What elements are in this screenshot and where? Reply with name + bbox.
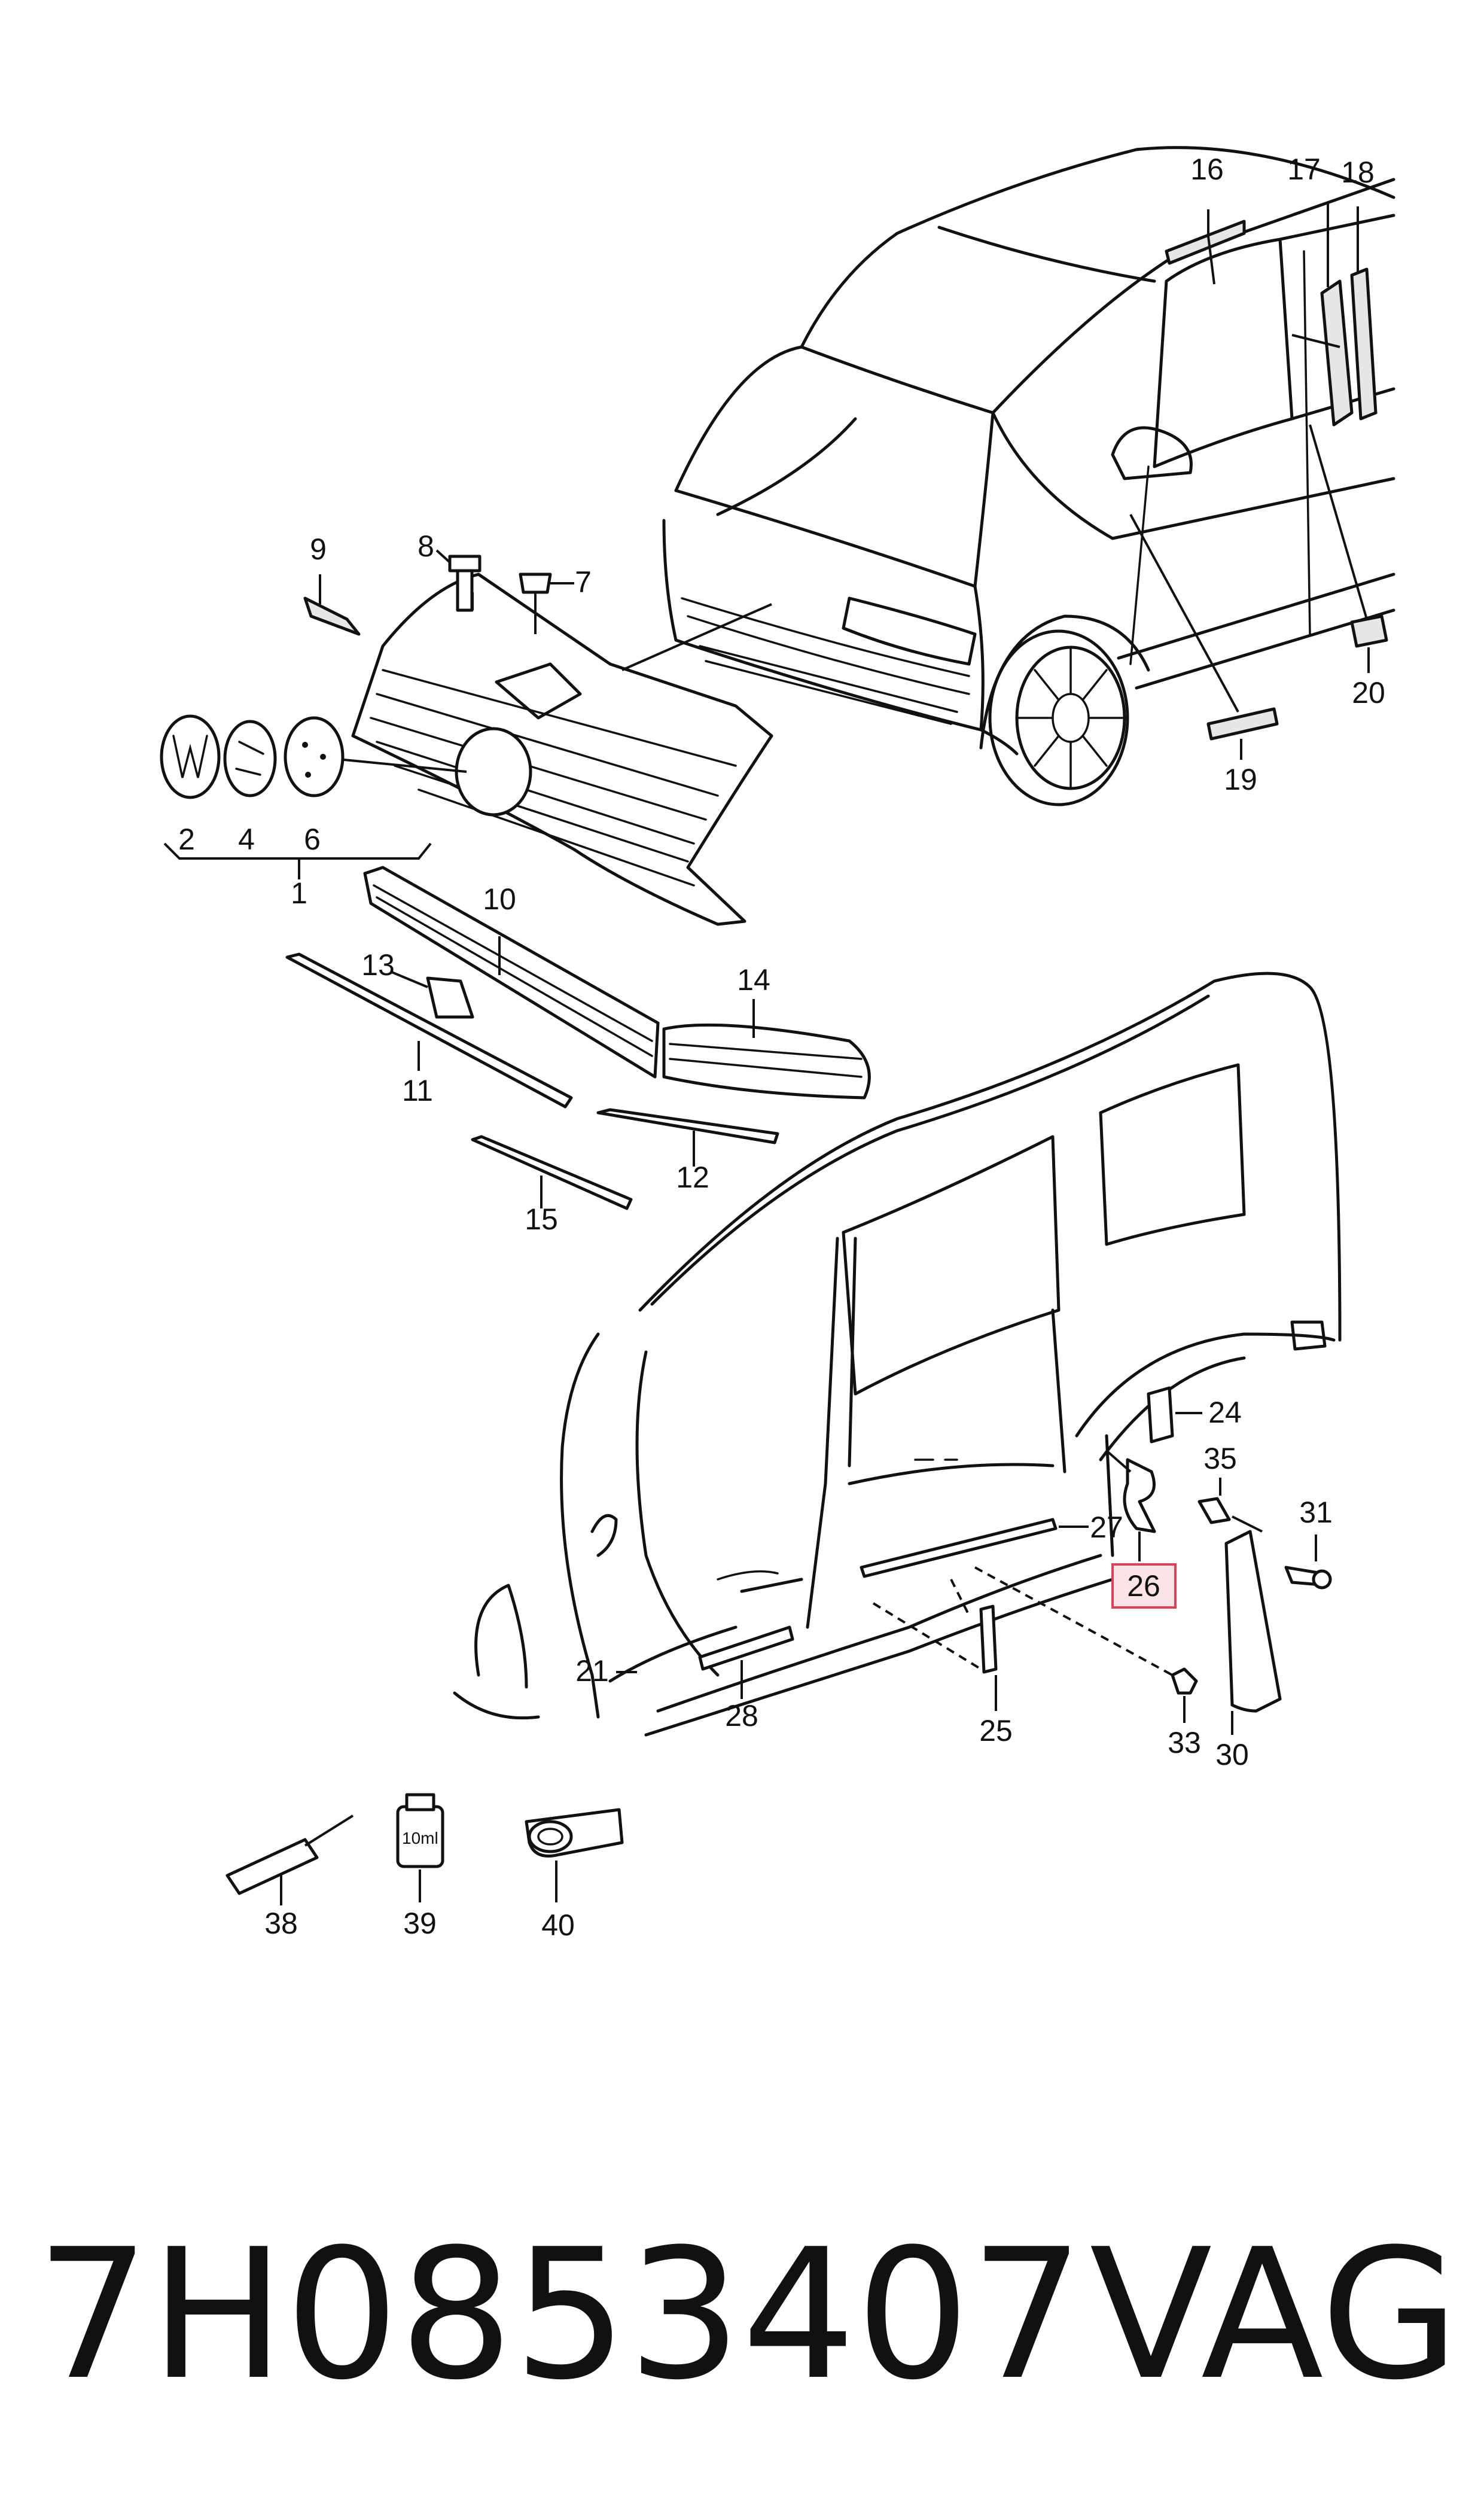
clip-7 <box>519 573 552 594</box>
bottle-label: 10ml <box>402 1829 438 1847</box>
callout-12: 12 <box>676 1161 709 1194</box>
moulding-15 <box>471 1135 633 1210</box>
trim-24 <box>1147 1386 1174 1444</box>
lower-grille-10 <box>363 866 660 1079</box>
callout-25: 25 <box>979 1714 1013 1747</box>
callout-30: 30 <box>1215 1738 1249 1771</box>
sill-trim-28 <box>698 1625 794 1671</box>
sill-trim-27 <box>860 1518 1058 1578</box>
callout-20: 20 <box>1352 676 1385 710</box>
callout-35: 35 <box>1203 1442 1237 1475</box>
emblem-carrier-4 <box>223 720 277 797</box>
callout-14: 14 <box>737 963 770 997</box>
applicator-38 <box>226 1838 319 1895</box>
radiator-grille-assembly <box>351 573 773 926</box>
emblem-2 <box>160 714 221 799</box>
callout-17: 17 <box>1287 153 1321 186</box>
callout-16: 16 <box>1190 153 1224 186</box>
callout-40: 40 <box>541 1908 575 1942</box>
callout-4: 4 <box>238 823 255 856</box>
footer: 7H0853407 VAG <box>36 2216 1459 2414</box>
callout-33: 33 <box>1168 1726 1201 1759</box>
callout-21: 21 <box>575 1654 609 1688</box>
callout-11: 11 <box>402 1074 433 1107</box>
cover-26 <box>1123 1458 1156 1533</box>
trim-parts-16-20 <box>1129 203 1388 760</box>
callout-38: 38 <box>264 1907 298 1940</box>
callout-10: 10 <box>483 882 516 916</box>
mudflap-30 <box>1224 1530 1282 1713</box>
lower-grille-parts <box>285 866 871 1210</box>
callout-28: 28 <box>725 1699 758 1733</box>
emblem-base-6 <box>284 716 345 797</box>
nut-33 <box>1171 1667 1198 1695</box>
pillar-trim-17 <box>1320 279 1354 427</box>
callout-26: 26 <box>1127 1569 1160 1603</box>
moulding-11 <box>285 952 573 1109</box>
emblem-parts <box>160 714 467 879</box>
badge-19 <box>1206 707 1279 741</box>
bracket-13 <box>426 976 474 1019</box>
callout-15: 15 <box>525 1202 558 1236</box>
callout-7: 7 <box>575 565 592 599</box>
callout-13: 13 <box>361 948 395 982</box>
grille-insert-14 <box>662 1023 871 1100</box>
fasteners-7-9 <box>303 549 574 636</box>
side-parts <box>616 1386 1332 1735</box>
callout-19: 19 <box>1224 763 1257 796</box>
cap-20 <box>1350 614 1388 648</box>
callout-8: 8 <box>418 529 434 563</box>
brand: VAG <box>1089 2211 1459 2419</box>
bracket-25 <box>979 1604 998 1674</box>
callout-27: 27 <box>1090 1511 1123 1544</box>
callout-6: 6 <box>304 823 321 856</box>
trim-strip-16 <box>1165 220 1246 265</box>
bolt-35 <box>1197 1497 1231 1524</box>
accessories: 10ml <box>226 1793 624 1905</box>
van-front-illustration <box>662 146 1395 806</box>
callout-18: 18 <box>1341 156 1375 189</box>
callout-2: 2 <box>178 823 195 856</box>
bolt-8 <box>456 567 474 612</box>
moulding-12 <box>596 1108 779 1144</box>
van-side-structure <box>453 972 1342 1737</box>
callout-24: 24 <box>1208 1396 1242 1429</box>
callout-9: 9 <box>310 532 327 566</box>
callout-1: 1 <box>291 876 307 910</box>
callout-39: 39 <box>403 1907 437 1940</box>
pillar-trim-18 <box>1350 267 1378 421</box>
part-number: 7H0853407 <box>36 2211 1084 2419</box>
callout-31: 31 <box>1299 1496 1333 1529</box>
bracket-9 <box>303 596 361 636</box>
highlight-box-26 <box>1111 1563 1177 1609</box>
